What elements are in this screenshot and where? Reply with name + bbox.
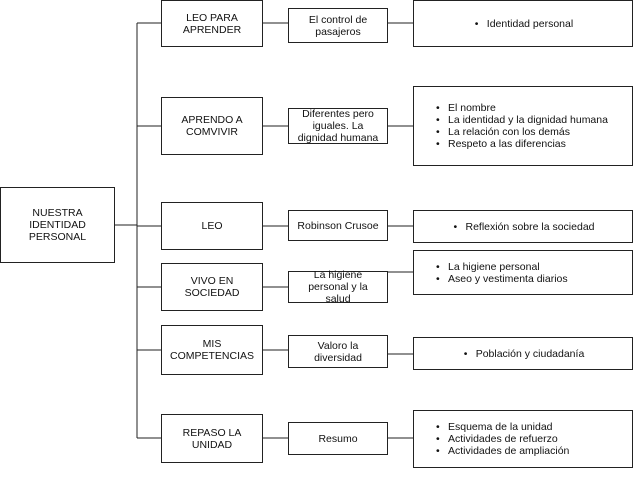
content-item: Actividades de refuerzo xyxy=(434,433,569,445)
unit-label: APRENDO A COMVIVIR xyxy=(181,114,243,138)
content-box-1: Identidad personal xyxy=(413,0,633,47)
content-list: Identidad personal xyxy=(473,18,573,30)
lesson-label: Valoro la diversidad xyxy=(314,339,362,364)
lesson-label: Robinson Crusoe xyxy=(297,219,379,232)
unit-box-vivo-en-sociedad: VIVO EN SOCIEDAD xyxy=(161,263,263,311)
lesson-box-robinson-crusoe: Robinson Crusoe xyxy=(288,210,388,241)
content-item: Esquema de la unidad xyxy=(434,421,569,433)
content-item: Actividades de ampliación xyxy=(434,445,569,457)
unit-label: REPASO LA UNIDAD xyxy=(182,426,242,451)
unit-box-repaso-la-unidad: REPASO LA UNIDAD xyxy=(161,414,263,463)
content-item: La higiene personal xyxy=(434,261,568,273)
content-list: Población y ciudadanía xyxy=(462,348,585,360)
unit-label: VIVO EN SOCIEDAD xyxy=(184,275,240,299)
lesson-box-control-pasajeros: El control de pasajeros xyxy=(288,8,388,43)
lesson-label: Resumo xyxy=(318,432,358,445)
content-box-3: Reflexión sobre la sociedad xyxy=(413,210,633,243)
content-item: Aseo y vestimenta diarios xyxy=(434,273,568,285)
content-box-5: Población y ciudadanía xyxy=(413,337,633,370)
lesson-box-diferentes-pero-iguales: Diferentes pero iguales. La dignidad hum… xyxy=(288,108,388,144)
unit-box-leo-para-aprender: LEO PARA APRENDER xyxy=(161,0,263,47)
lesson-box-higiene-personal: La higiene personal y la salud xyxy=(288,269,388,305)
content-box-6: Esquema de la unidad Actividades de refu… xyxy=(413,410,633,468)
lesson-box-resumo: Resumo xyxy=(288,422,388,455)
unit-label: MIS COMPETENCIAS xyxy=(169,338,254,362)
unit-box-aprendo-a-convivir: APRENDO A COMVIVIR xyxy=(161,97,263,155)
content-box-2: El nombre La identidad y la dignidad hum… xyxy=(413,86,633,166)
content-list: Reflexión sobre la sociedad xyxy=(452,221,595,233)
root-box: NUESTRA IDENTIDAD PERSONAL xyxy=(0,187,115,263)
content-list: La higiene personal Aseo y vestimenta di… xyxy=(434,261,568,285)
content-item: El nombre xyxy=(434,102,608,114)
root-label: NUESTRA IDENTIDAD PERSONAL xyxy=(28,207,87,243)
unit-label: LEO xyxy=(201,220,223,232)
content-list: Esquema de la unidad Actividades de refu… xyxy=(434,421,569,457)
unit-box-leo: LEO xyxy=(161,202,263,250)
lesson-label: La higiene personal y la salud xyxy=(308,269,368,305)
content-item: Población y ciudadanía xyxy=(462,348,585,360)
content-item: Respeto a las diferencias xyxy=(434,138,608,150)
lesson-label: El control de pasajeros xyxy=(308,13,368,38)
content-item: La identidad y la dignidad humana xyxy=(434,114,608,126)
lesson-box-valoro-diversidad: Valoro la diversidad xyxy=(288,335,388,368)
unit-label: LEO PARA APRENDER xyxy=(182,11,242,36)
content-item: Identidad personal xyxy=(473,18,573,30)
content-box-4: La higiene personal Aseo y vestimenta di… xyxy=(413,250,633,295)
content-item: Reflexión sobre la sociedad xyxy=(452,221,595,233)
unit-box-mis-competencias: MIS COMPETENCIAS xyxy=(161,325,263,375)
lesson-label: Diferentes pero iguales. La dignidad hum… xyxy=(297,108,379,144)
content-list: El nombre La identidad y la dignidad hum… xyxy=(434,102,608,150)
content-item: La relación con los demás xyxy=(434,126,608,138)
